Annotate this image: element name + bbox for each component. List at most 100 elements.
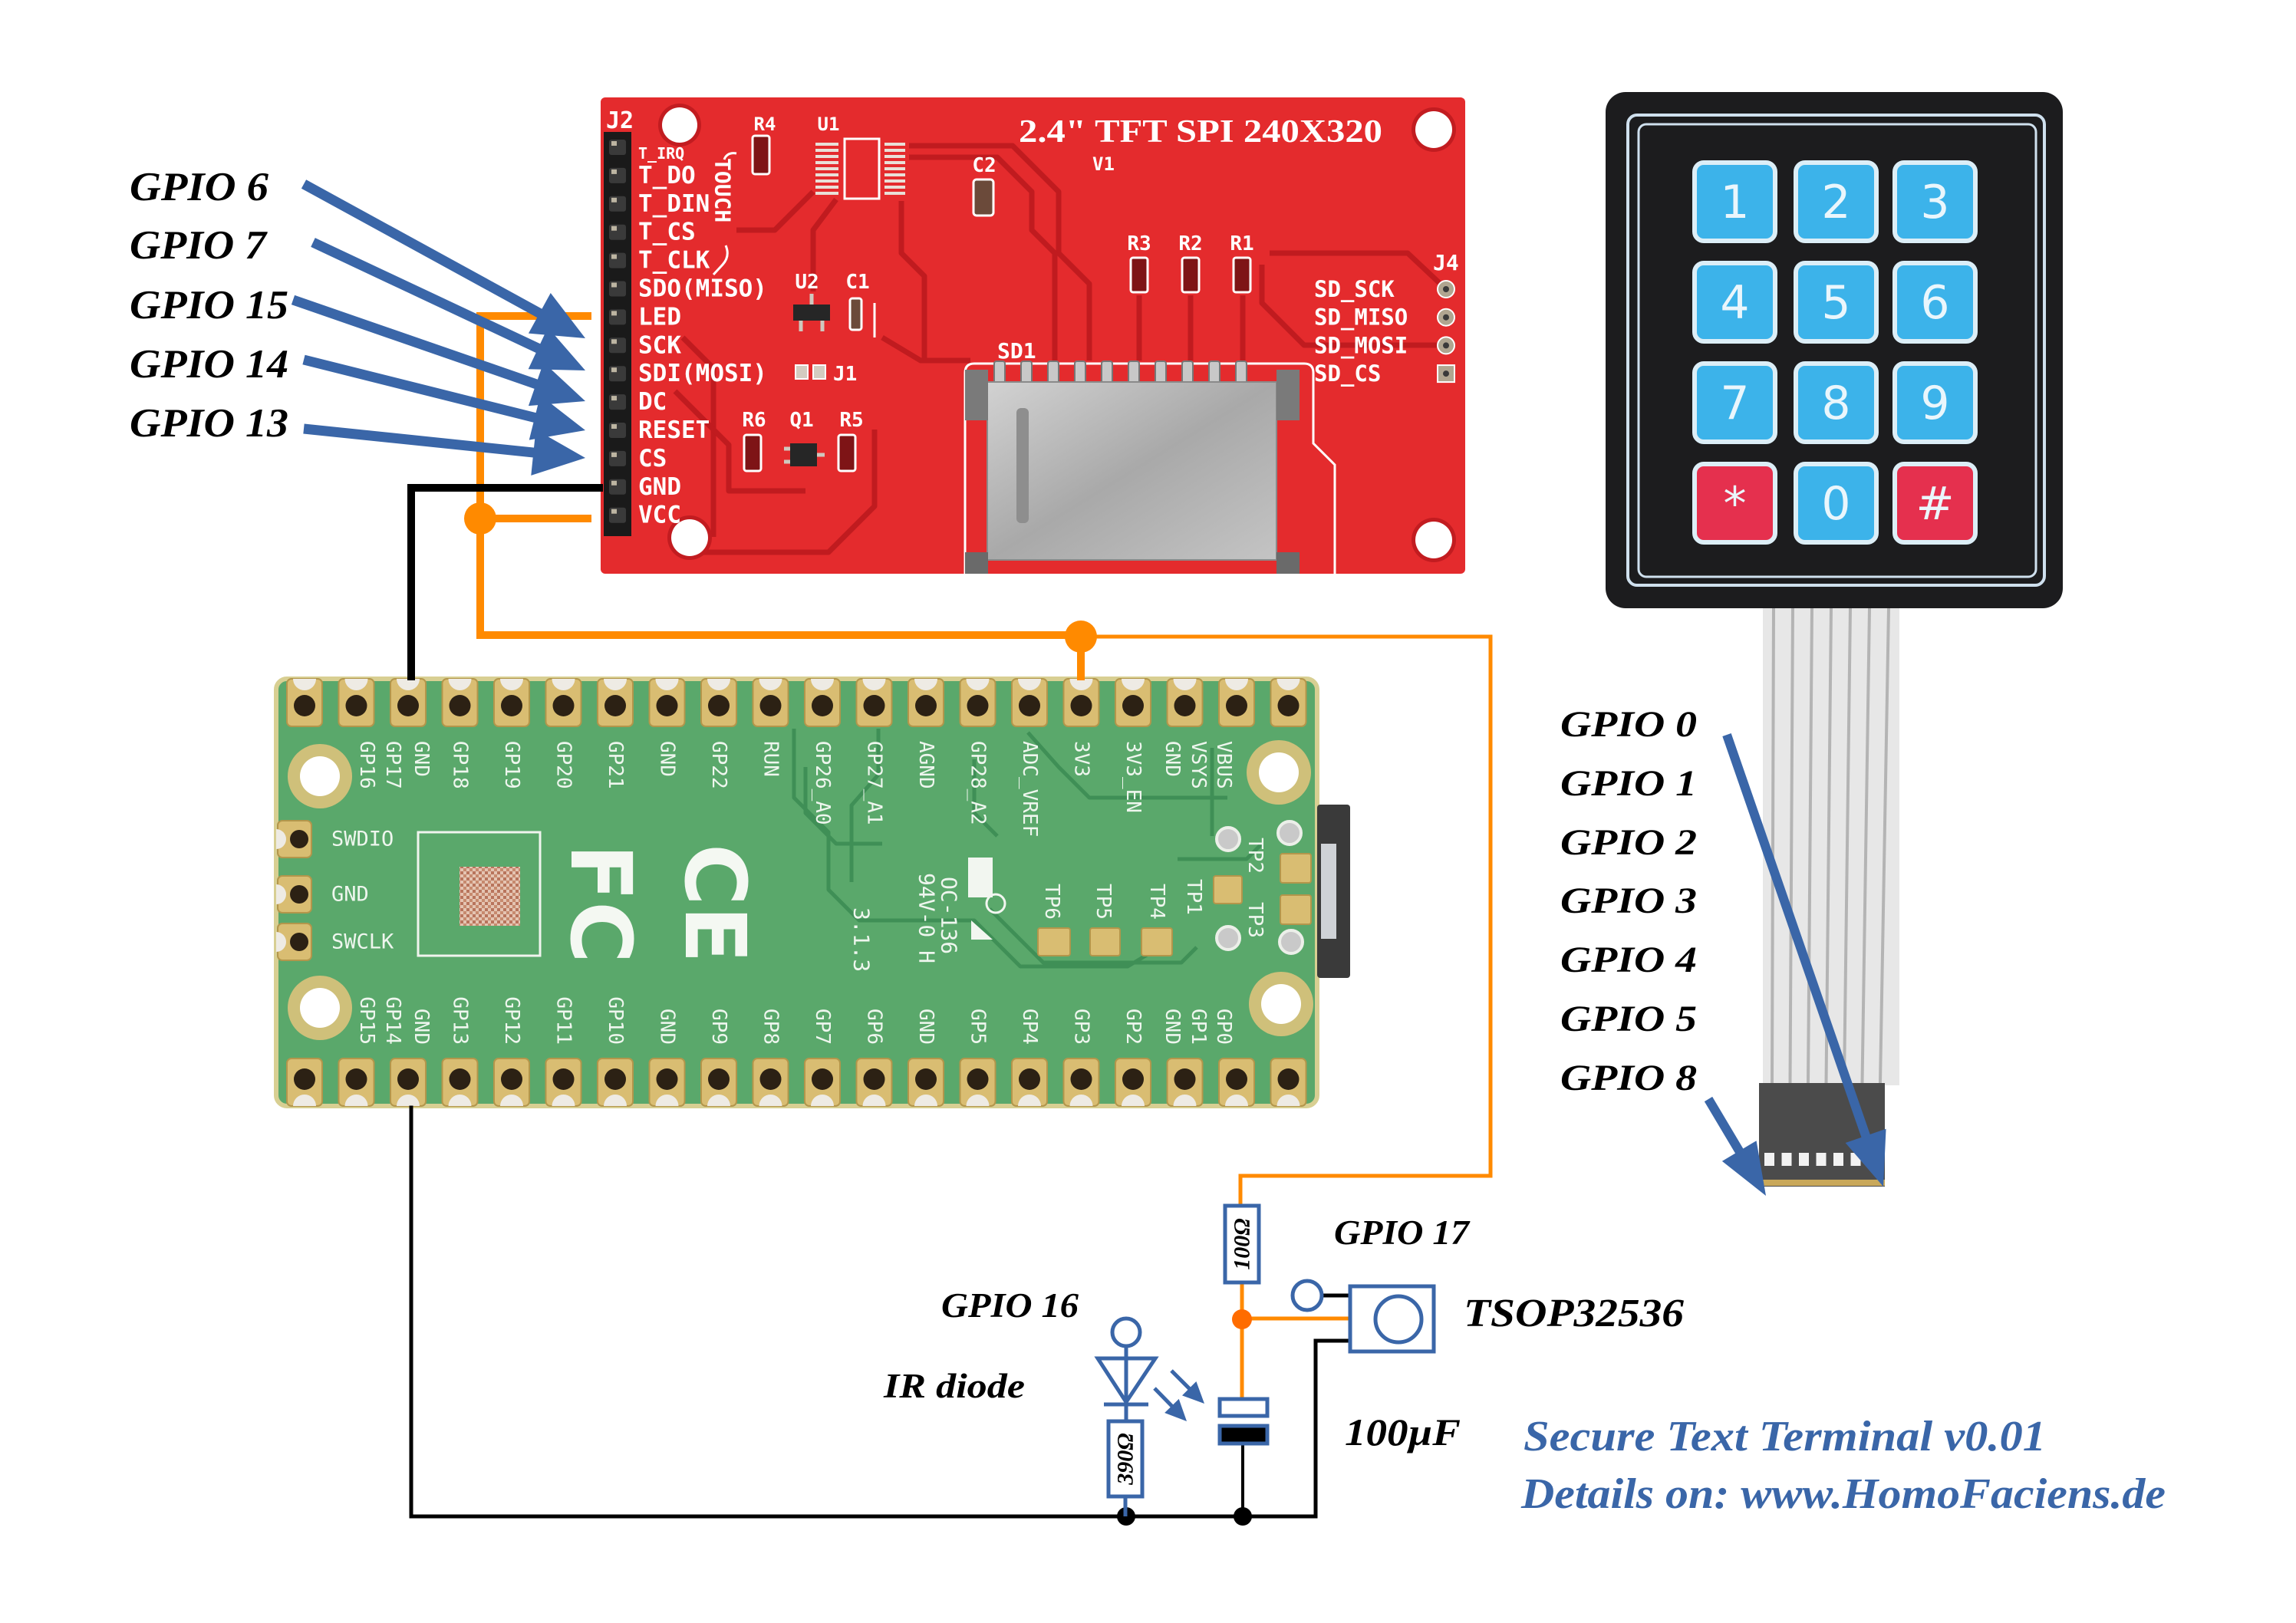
label-c1: C1 <box>845 271 869 294</box>
pin-label: GND <box>410 741 433 777</box>
gpio-label: GPIO 7 <box>130 223 268 268</box>
key-cap[interactable] <box>1794 462 1879 545</box>
pin-label: GP28_A2 <box>967 741 990 825</box>
key-cap[interactable] <box>1692 361 1777 444</box>
pin-castellation <box>293 679 316 690</box>
key-cap[interactable] <box>1692 462 1777 545</box>
pin-hole <box>915 695 937 716</box>
keypad-key[interactable]: # <box>1892 462 1978 545</box>
pin-castellation <box>344 679 368 691</box>
pico-pin-top: RUN <box>752 678 789 777</box>
key-cap[interactable] <box>1794 361 1879 444</box>
key-label: # <box>1916 477 1954 531</box>
keypad-key[interactable]: 0 <box>1794 462 1879 545</box>
pin-highlight <box>611 480 617 486</box>
pin-highlight <box>611 452 617 457</box>
debug-pin-label: SWDIO <box>331 828 394 851</box>
pin-hole <box>552 1068 575 1090</box>
keypad-key[interactable]: 4 <box>1692 261 1777 344</box>
sd-pin-label: SD_MOSI <box>1314 332 1408 358</box>
keypad-key[interactable]: 3 <box>1892 160 1978 243</box>
pico-pin-top: GP26_A0 <box>804 678 841 825</box>
junction-dot <box>464 502 496 535</box>
test-pad-tp6 <box>1037 927 1071 956</box>
pin-castellation <box>1173 679 1197 691</box>
project-details-link: Details on: www.HomoFaciens.de <box>1520 1470 2166 1518</box>
key-cap[interactable] <box>1892 462 1978 545</box>
keypad-key[interactable]: 9 <box>1892 361 1978 444</box>
pin-castellation <box>862 679 886 691</box>
pcb-trace <box>1259 265 1446 348</box>
arrow-shaft <box>1704 1096 1744 1156</box>
pin-label: SDO(MISO) <box>638 275 767 303</box>
pin-label: GP8 <box>759 1009 782 1045</box>
mounting-hole <box>1415 522 1452 558</box>
key-cap[interactable] <box>1892 160 1978 243</box>
pico-pin-top: ADC_VREF <box>1011 678 1048 837</box>
keypad-key[interactable]: 8 <box>1794 361 1879 444</box>
connector-contact <box>1799 1153 1809 1166</box>
key-cap[interactable] <box>1794 160 1879 243</box>
pico-pin-bottom: GND <box>390 1009 433 1107</box>
ribbon-conductor <box>1879 607 1890 1084</box>
arrow-shaft <box>291 295 540 390</box>
keypad-key[interactable]: 1 <box>1692 160 1777 243</box>
sd-contact <box>1101 360 1113 385</box>
pin-label: GND <box>1161 1009 1184 1045</box>
keypad-frame-outer <box>1626 114 2046 587</box>
pcb-trace <box>736 189 815 233</box>
ribbon-conductor <box>1807 607 1813 1084</box>
pin-castellation <box>655 679 679 691</box>
arrow-gpio13-to-cs <box>303 423 585 476</box>
pin-castellation <box>1276 1095 1300 1106</box>
pin-hole <box>863 1068 885 1090</box>
pin-highlight <box>611 197 617 202</box>
pin-label: RESET <box>638 416 710 444</box>
keypad-key[interactable]: 5 <box>1794 261 1879 344</box>
test-pad-tp4 <box>1141 927 1173 956</box>
pico-pin-bottom: GP2 <box>1115 1009 1151 1107</box>
key-cap[interactable] <box>1794 261 1879 344</box>
junction-dot <box>1065 621 1097 653</box>
pico-pin-bottom: GP12 <box>493 996 530 1107</box>
pin-castellation <box>552 1095 575 1106</box>
key-cap[interactable] <box>1692 261 1777 344</box>
arrow-head <box>529 395 585 440</box>
key-cap[interactable] <box>1692 160 1777 243</box>
pico-pin-top: GP22 <box>700 678 737 789</box>
pico-pin-top: GP20 <box>545 678 582 789</box>
ribbon-conductors <box>1771 607 1890 1084</box>
label-tp4: TP4 <box>1145 884 1168 920</box>
pin-castellation <box>276 884 286 904</box>
pin-hole <box>1070 1068 1092 1090</box>
test-pad-tp3 <box>1280 894 1312 925</box>
tft-display-module: T_IRQT_DOT_DINT_CST_CLKSDO(MISO)LEDSCKSD… <box>601 97 1465 574</box>
key-cap[interactable] <box>1892 261 1978 344</box>
keypad-key[interactable]: * <box>1692 462 1777 545</box>
pin-label: GP22 <box>707 741 730 789</box>
mounting-hole <box>300 988 340 1028</box>
tsop-receiver-lens <box>1373 1294 1424 1345</box>
tft-revision: V1 <box>1092 153 1115 175</box>
pin-label: GND <box>638 473 681 501</box>
pin-hole <box>863 695 885 716</box>
label-tp3: TP3 <box>1244 902 1267 938</box>
pcb-trace <box>680 335 716 537</box>
keypad-key[interactable]: 2 <box>1794 160 1879 243</box>
keypad-key[interactable]: 7 <box>1692 361 1777 444</box>
chip-u1-pads <box>815 143 905 195</box>
pico-pin-top: GND <box>390 678 433 777</box>
pin-label: GP7 <box>811 1009 834 1045</box>
pin-label: GND <box>1161 741 1184 777</box>
pin-label: AGND <box>914 741 937 789</box>
key-cap[interactable] <box>1892 361 1978 444</box>
arrow-shaft <box>1722 733 1871 1140</box>
pcb-trace <box>673 389 805 494</box>
pico-pin-bottom: GP1 <box>1187 1009 1255 1107</box>
touch-bracket <box>712 152 737 276</box>
keypad-key[interactable]: 6 <box>1892 261 1978 344</box>
ir-circuit: 100Ω 390Ω <box>1094 1203 1436 1516</box>
pin-highlight <box>611 282 617 288</box>
usb-connector-shell <box>1321 844 1336 939</box>
